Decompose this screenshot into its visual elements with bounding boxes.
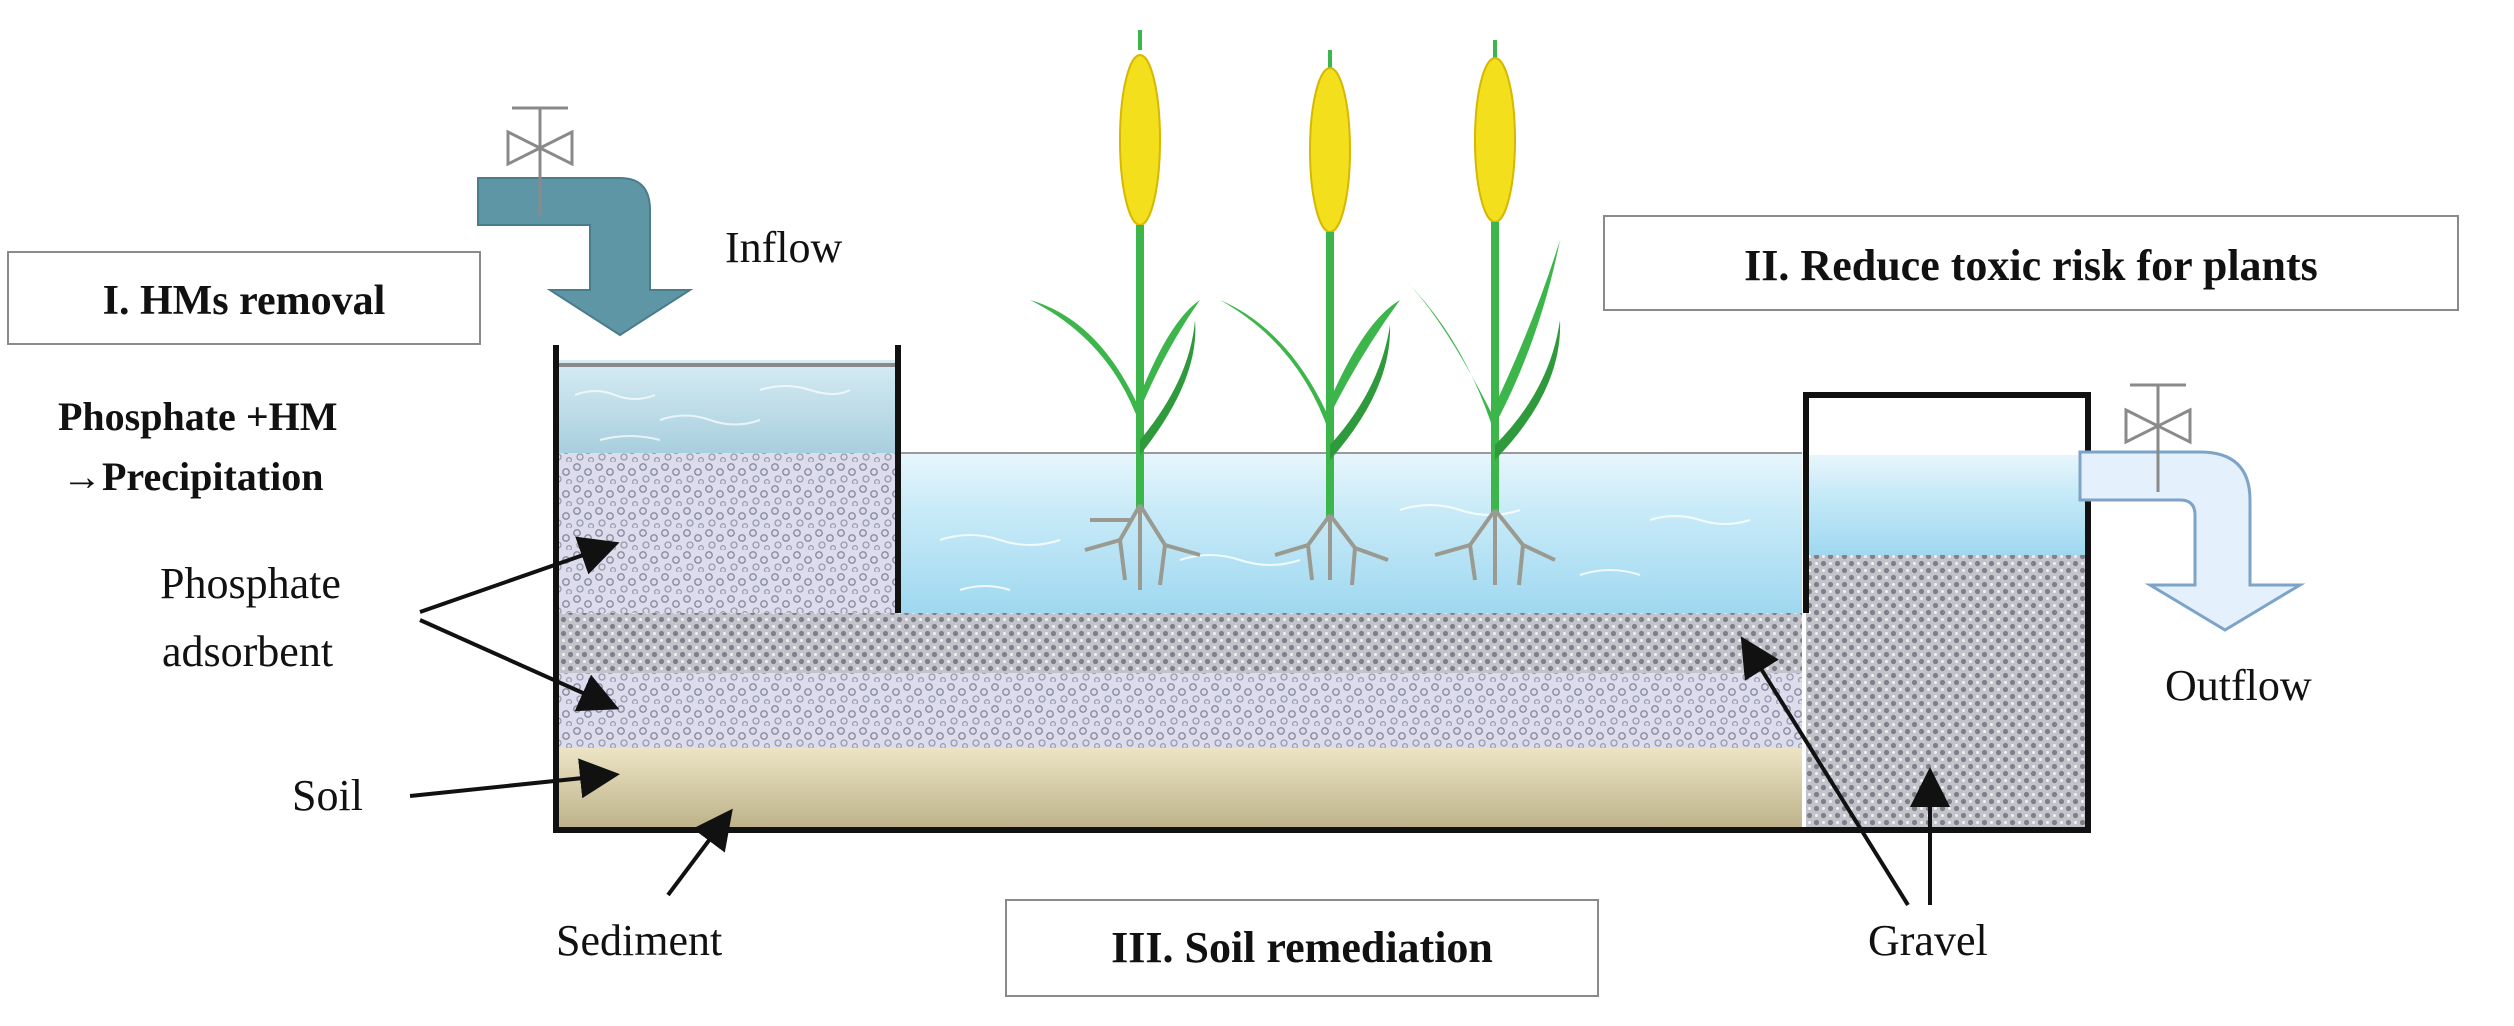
precipitation-label-line2: →Precipitation [62,454,323,499]
reed-plants [1030,30,1561,590]
reed-plant-icon [1030,30,1201,590]
soil-layer [556,748,1802,828]
gravel-outlet [1806,555,2088,828]
valve-icon [2124,383,2192,492]
phosphate-adsorbent-upper [556,453,896,613]
outflow-pipe [2078,383,2306,632]
reed-plant-icon [1405,40,1561,586]
outflow-pipe-arrow [2078,450,2306,632]
basin-walls [553,345,2091,833]
water-ripples-left [574,385,851,441]
inflow-pipe [477,106,694,337]
gravel-label: Gravel [1868,916,1988,965]
box-toxic-risk-label: II. Reduce toxic risk for plants [1744,241,2318,290]
outflow-water-layer [1806,455,2088,555]
arrow-adsorbent-upper [419,536,620,614]
arrow-soil [409,758,620,799]
phosphate-adsorbent-lower [556,673,1802,748]
soil-label: Soil [292,771,363,820]
inflow-label: Inflow [725,223,843,272]
gravel-layer [556,613,1802,673]
box-toxic-risk: II. Reduce toxic risk for plants [1603,215,2459,311]
adsorbent-label-line2: adsorbent [162,627,333,676]
outflow-label: Outflow [2165,661,2312,710]
box-hms-removal: I. HMs removal [7,251,481,345]
arrow-adsorbent-lower [419,618,620,712]
box-hms-removal-label: I. HMs removal [103,278,386,324]
precipitation-label-line1: Phosphate +HM [58,394,337,439]
inflow-pipe-arrow [477,177,694,337]
wetland-water-layer [900,453,1802,613]
box-soil-remediation: III. Soil remediation [1005,899,1599,997]
sediment-label: Sediment [556,916,722,965]
arrow-gravel-upper [1740,636,1910,907]
leader-arrows [409,536,1950,907]
valve-icon [506,106,574,215]
water-ripples-center [939,504,1751,591]
arrow-sediment [666,808,733,897]
adsorbent-label-line1: Phosphate [160,559,341,608]
reed-plant-icon [1220,50,1400,586]
box-soil-remediation-label: III. Soil remediation [1111,923,1493,972]
basin [553,345,2091,833]
